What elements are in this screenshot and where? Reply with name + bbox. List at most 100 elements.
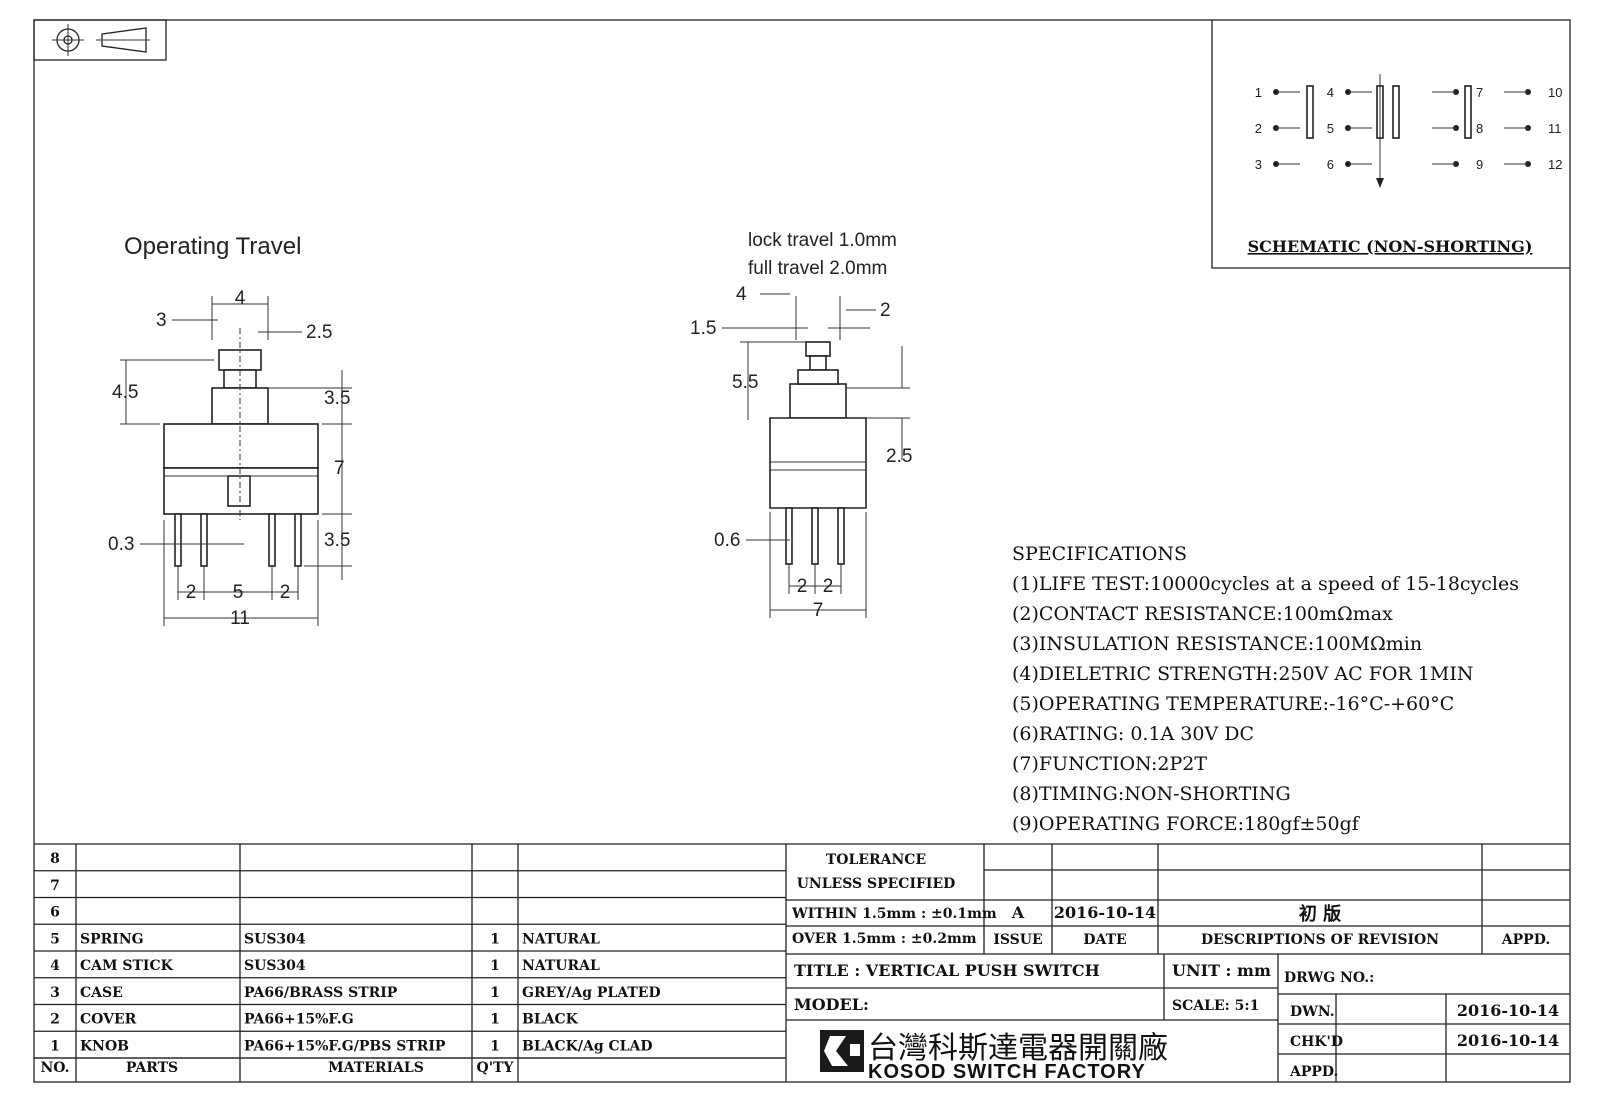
spec-item: (5)OPERATING TEMPERATURE:-16°C-+60°C [1012, 693, 1454, 715]
revision-header-date: DATE [1083, 932, 1126, 948]
bom-cell-material: PA66+15%F.G/PBS STRIP [244, 1038, 446, 1054]
bom-cell-part: SPRING [80, 931, 144, 947]
bom-cell-material: SUS304 [244, 931, 306, 947]
projection-symbol-icon [33, 19, 167, 61]
schematic-pin-label: 7 [1476, 85, 1483, 100]
dim-4-side: 4 [736, 284, 747, 305]
width-7: 7 [813, 600, 824, 621]
specifications-heading: SPECIFICATIONS [1012, 543, 1187, 565]
unit-label: UNIT : mm [1172, 961, 1271, 980]
schematic-pin-label: 11 [1548, 121, 1562, 136]
schematic-pin-label: 1 [1255, 85, 1262, 100]
dwn-label: DWN. [1290, 1004, 1335, 1020]
side-view: lock travel 1.0mm full travel 2.0mm 4 2 … [690, 230, 912, 621]
case-side [769, 417, 867, 509]
bom-cell-no: 2 [50, 1012, 60, 1028]
bom-cell-material: SUS304 [244, 958, 306, 974]
tolerance-line-3: WITHIN 1.5mm : ±0.1mm [791, 906, 997, 922]
chkd-date: 2016-10-14 [1457, 1031, 1559, 1050]
spec-item: (1)LIFE TEST:10000cycles at a speed of 1… [1012, 573, 1519, 595]
dim-2-5-side: 2.5 [886, 446, 912, 467]
revision-header-issue: ISSUE [993, 932, 1042, 948]
bom-cell-part: KNOB [80, 1038, 129, 1054]
pitch-2-right: 2 [280, 582, 291, 603]
schematic-pin-label: 6 [1327, 157, 1334, 172]
dim-5-5: 5.5 [732, 372, 758, 393]
bom-cell-qty: 1 [490, 958, 500, 974]
bom-cell-finish: GREY/Ag PLATED [522, 985, 661, 1001]
spec-item: (7)FUNCTION:2P2T [1012, 753, 1207, 775]
knob-side [789, 383, 847, 419]
scale-label: SCALE: 5:1 [1172, 998, 1259, 1014]
dim-4-5: 4.5 [112, 382, 138, 403]
company-name-chinese: 台灣科斯達電器開關廠 [868, 1031, 1168, 1066]
drawing-border [33, 19, 1571, 1083]
bom-cell-material: PA66/BRASS STRIP [244, 985, 398, 1001]
bom-cell-qty: 1 [490, 1012, 500, 1028]
bom-header-no: NO. [40, 1060, 69, 1076]
chkd-label: CHK'D [1290, 1034, 1343, 1050]
bom-header-materials: MATERIALS [328, 1060, 424, 1076]
full-travel-label: full travel 2.0mm [748, 258, 887, 279]
bom-cell-no: 5 [50, 931, 60, 947]
schematic-pin-label: 8 [1476, 121, 1483, 136]
cover [163, 423, 319, 469]
bom-cell-part: CASE [80, 985, 123, 1001]
tolerance-line-4: OVER 1.5mm : ±0.2mm [792, 931, 977, 947]
pitch-2-side-right: 2 [823, 576, 834, 597]
bom-cell-finish: NATURAL [522, 931, 600, 947]
model-label: MODEL: [794, 995, 869, 1014]
operating-travel-label: Operating Travel [124, 233, 301, 260]
specifications: SPECIFICATIONS (1)LIFE TEST:10000cycles … [1012, 543, 1519, 835]
tolerance-line-2: UNLESS SPECIFIED [797, 876, 956, 892]
pitch-2-side-left: 2 [797, 576, 808, 597]
bom-cell-no: 7 [50, 878, 60, 894]
bom-cell-qty: 1 [490, 931, 500, 947]
schematic-pin-label: 3 [1255, 157, 1262, 172]
drawing-title: TITLE : VERTICAL PUSH SWITCH [794, 961, 1100, 980]
schematic-pin-label: 5 [1327, 121, 1334, 136]
left-pins [174, 513, 302, 567]
bom-cell-no: 8 [50, 851, 60, 867]
spec-item: (3)INSULATION RESISTANCE:100MΩmin [1012, 633, 1422, 655]
revision-description: 初 版 [1299, 903, 1341, 925]
dim-2-side: 2 [880, 300, 891, 321]
spec-item: (2)CONTACT RESISTANCE:100mΩmax [1012, 603, 1393, 625]
bom-cell-part: COVER [80, 1012, 137, 1028]
pitch-5: 5 [233, 582, 244, 603]
dim-3-5-bottom: 3.5 [324, 530, 350, 551]
dwn-date: 2016-10-14 [1457, 1001, 1559, 1020]
bom-cell-part: CAM STICK [80, 958, 174, 974]
bom-cell-finish: BLACK [522, 1012, 579, 1028]
schematic-pin-label: 10 [1548, 85, 1562, 100]
company-name-english: KOSOD SWITCH FACTORY [868, 1061, 1146, 1083]
bom-cell-no: 3 [50, 985, 60, 1001]
schematic-pin-label: 9 [1476, 157, 1483, 172]
revision-date: 2016-10-14 [1054, 903, 1156, 922]
operating-travel-view: Operating Travel 4 3 2.5 4.5 [108, 233, 352, 629]
bom-cell-qty: 1 [490, 985, 500, 1001]
lock-travel-label: lock travel 1.0mm [748, 230, 897, 251]
bom-cell-finish: NATURAL [522, 958, 600, 974]
bom-header-parts: PARTS [126, 1060, 178, 1076]
pitch-2-left: 2 [186, 582, 197, 603]
spec-item: (9)OPERATING FORCE:180gf±50gf [1012, 813, 1361, 835]
dim-2-5: 2.5 [306, 322, 332, 343]
revision-issue: A [1011, 903, 1025, 922]
company-logo-icon [820, 1030, 864, 1072]
schematic-pin-label: 2 [1255, 121, 1262, 136]
spec-item: (4)DIELETRIC STRENGTH:250V AC FOR 1MIN [1012, 663, 1473, 685]
revision-header-description: DESCRIPTIONS OF REVISION [1201, 932, 1439, 948]
dim-0-6: 0.6 [714, 530, 740, 551]
bom-cell-material: PA66+15%F.G [244, 1012, 354, 1028]
dim-0-3: 0.3 [108, 534, 134, 555]
bom-cell-no: 1 [50, 1038, 60, 1054]
bom-header-qty: Q'TY [477, 1060, 515, 1076]
width-11: 11 [230, 608, 250, 629]
drawing-number-label: DRWG NO.: [1284, 970, 1374, 986]
bom-cell-no: 4 [50, 958, 60, 974]
